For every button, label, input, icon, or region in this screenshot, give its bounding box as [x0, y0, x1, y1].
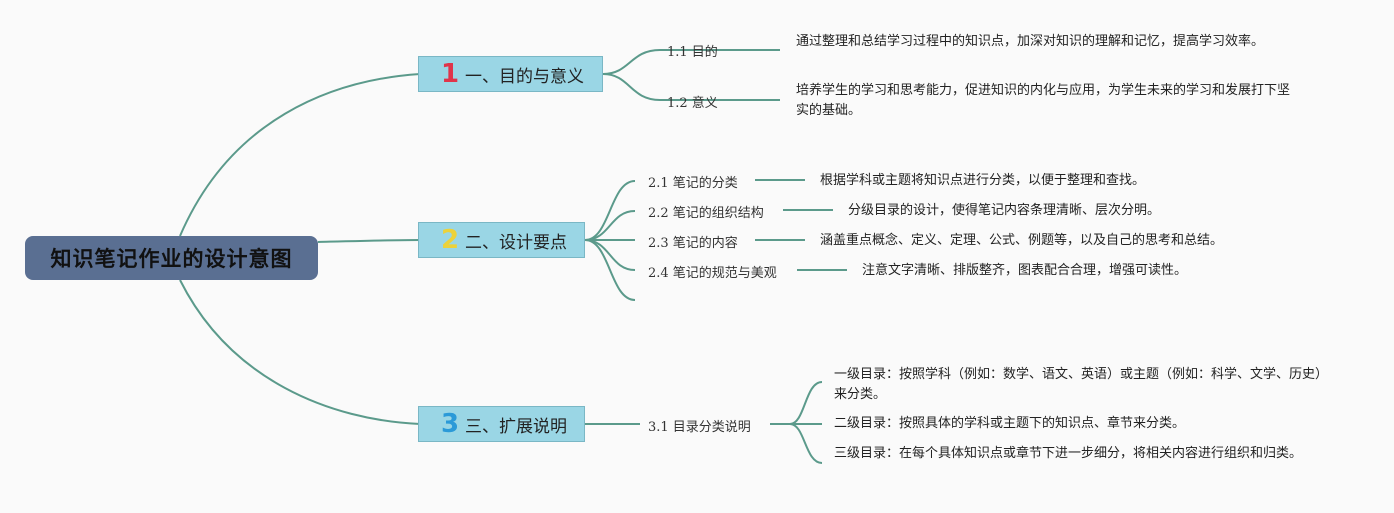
- branch-design-points[interactable]: 2 二、设计要点: [418, 222, 585, 258]
- connector-2-1: [584, 180, 636, 241]
- branch-label: 二、设计要点: [465, 232, 567, 253]
- connector-1-2: [602, 73, 780, 101]
- desc-2-1: 根据学科或主题将知识点进行分类，以便于整理和查找。: [820, 173, 1146, 188]
- branch-label: 三、扩展说明: [465, 416, 567, 437]
- connector-2-5: [584, 239, 636, 301]
- desc-1-2: 培养学生的学习和思考能力，促进知识的内化与应用，为学生未来的学习和发展打下坚实的…: [796, 83, 1291, 118]
- connector-root-branch3: [179, 279, 421, 425]
- desc-2-4: 注意文字清晰、排版整齐，图表配合合理，增强可读性。: [862, 263, 1188, 278]
- node-2-4[interactable]: 2.4 笔记的规范与美观: [648, 266, 777, 281]
- branch-label: 一、目的与意义: [465, 66, 584, 87]
- connector-1-1: [602, 49, 780, 75]
- node-2-2[interactable]: 2.2 笔记的组织结构: [648, 206, 764, 221]
- number-3-icon: 3: [440, 409, 460, 439]
- number-1-icon: 1: [440, 59, 460, 89]
- node-1-1[interactable]: 1.1 目的: [667, 45, 718, 60]
- connector-3-d1: [789, 381, 823, 425]
- number-2-icon: 2: [440, 225, 460, 255]
- node-3-1[interactable]: 3.1 目录分类说明: [648, 420, 751, 435]
- detail-level-2: 二级目录：按照具体的学科或主题下的知识点、章节来分类。: [834, 416, 1186, 431]
- node-1-2[interactable]: 1.2 意义: [667, 96, 718, 111]
- connector-root-branch2: [317, 239, 421, 243]
- detail-level-1: 一级目录：按照学科（例如：数学、语文、英语）或主题（例如：科学、文学、历史）来分…: [834, 367, 1322, 402]
- branch-extension[interactable]: 3 三、扩展说明: [418, 406, 585, 442]
- node-2-3[interactable]: 2.3 笔记的内容: [648, 236, 738, 251]
- desc-2-3: 涵盖重点概念、定义、定理、公式、例题等，以及自己的思考和总结。: [820, 233, 1224, 248]
- connector-root-branch1: [179, 73, 421, 237]
- desc-2-2: 分级目录的设计，使得笔记内容条理清晰、层次分明。: [848, 203, 1161, 218]
- desc-1-1: 通过整理和总结学习过程中的知识点，加深对知识的理解和记忆，提高学习效率。: [796, 34, 1265, 49]
- detail-level-3: 三级目录：在每个具体知识点或章节下进一步细分，将相关内容进行组织和归类。: [834, 446, 1303, 461]
- node-2-1[interactable]: 2.1 笔记的分类: [648, 176, 738, 191]
- connector-2-2: [584, 210, 636, 241]
- branch-purpose[interactable]: 1 一、目的与意义: [418, 56, 603, 92]
- connector-2-4: [584, 239, 636, 271]
- root-topic[interactable]: 知识笔记作业的设计意图: [25, 236, 318, 280]
- connector-3-d3: [789, 423, 823, 464]
